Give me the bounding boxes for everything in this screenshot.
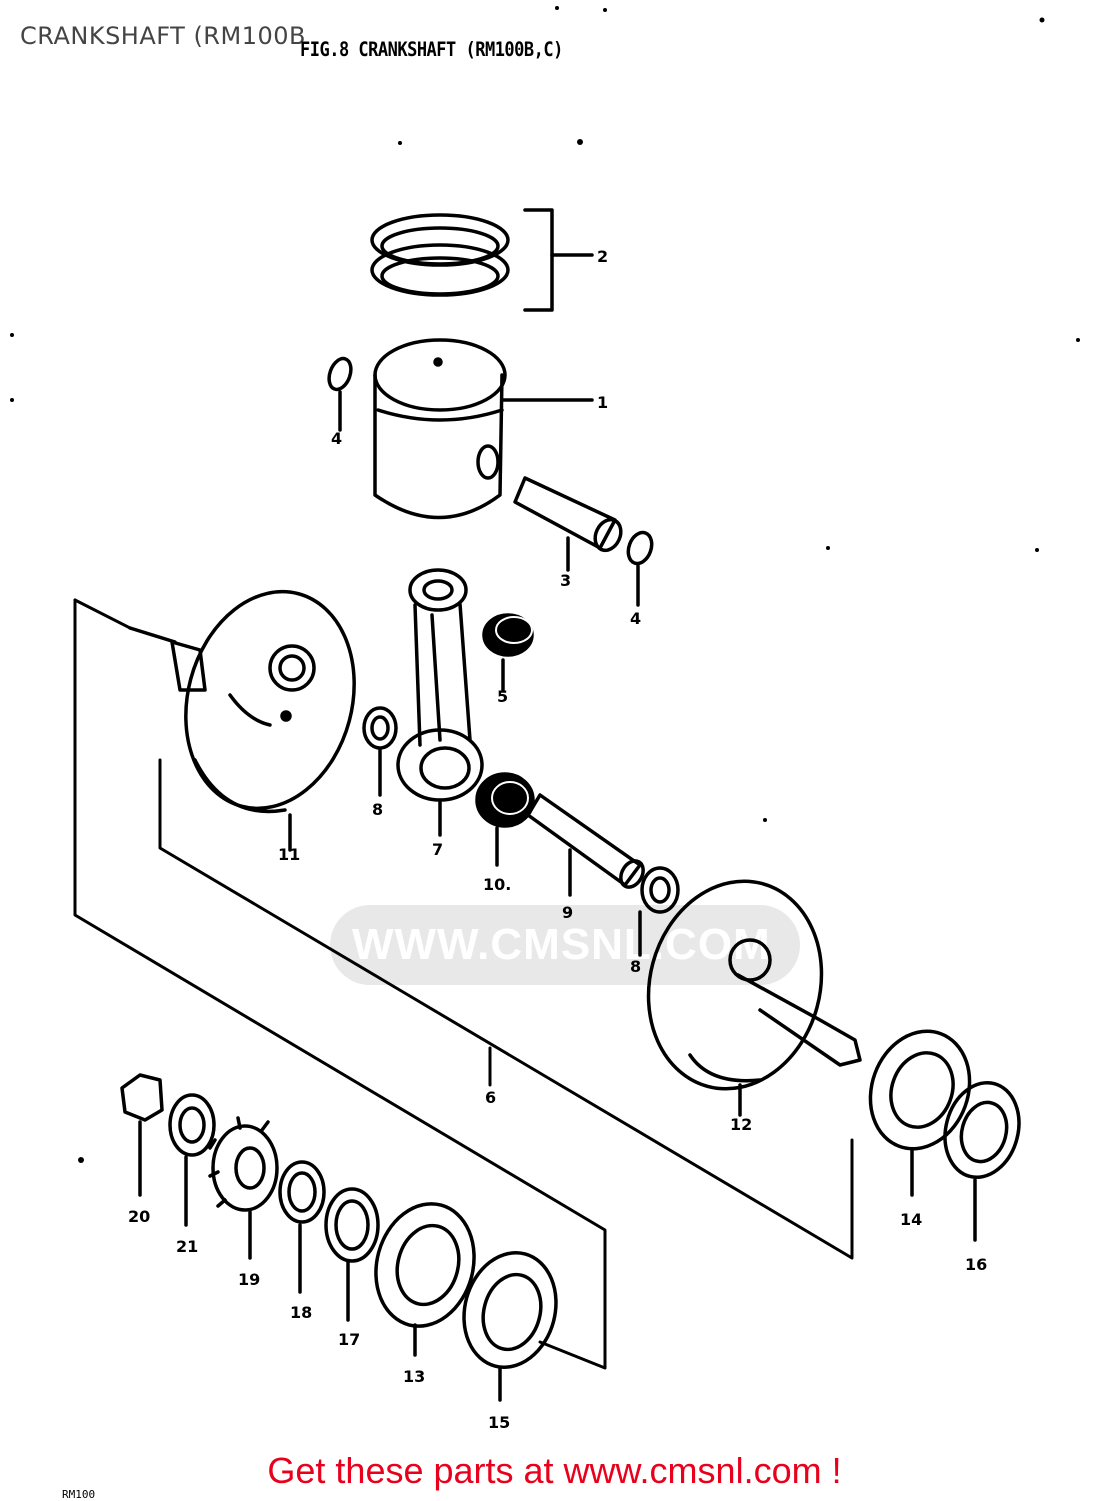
small-end-bearing-part xyxy=(482,613,534,692)
callout-4b: 4 xyxy=(630,609,641,628)
scan-specks xyxy=(10,6,1080,1163)
callout-1: 1 xyxy=(597,393,608,412)
callout-17: 17 xyxy=(338,1330,360,1349)
oil-seal-right-part xyxy=(943,1080,1021,1242)
callout-18: 18 xyxy=(290,1303,312,1322)
page-title: CRANKSHAFT (RM100B xyxy=(20,22,306,50)
oil-seal-left-part xyxy=(462,1251,558,1402)
callout-8a: 8 xyxy=(372,800,383,819)
callout-5: 5 xyxy=(497,687,508,706)
watermark-badge xyxy=(330,905,800,985)
crankpin-bearing-part xyxy=(475,772,535,867)
callout-9: 9 xyxy=(562,903,573,922)
thrust-washer-part xyxy=(362,706,680,957)
piston-part xyxy=(373,338,594,520)
shim-part xyxy=(324,1187,380,1322)
get-parts-link[interactable]: Get these parts at www.cmsnl.com ! xyxy=(267,1450,842,1491)
callout-13: 13 xyxy=(403,1367,425,1386)
right-crank-half-part xyxy=(646,879,862,1117)
circlip-part xyxy=(327,356,654,607)
washer-part xyxy=(168,1093,216,1227)
figure-code: RM100 xyxy=(62,1488,96,1501)
callout-11: 11 xyxy=(278,845,300,864)
callout-15: 15 xyxy=(488,1413,510,1432)
callout-21: 21 xyxy=(176,1237,198,1256)
left-crank-half-part xyxy=(128,589,356,852)
main-bearing-right-part xyxy=(868,1029,972,1197)
callout-16: 16 xyxy=(965,1255,987,1274)
callout-12: 12 xyxy=(730,1115,752,1134)
crankshaft-assembly-bracket xyxy=(73,598,854,1370)
callout-7: 7 xyxy=(432,840,443,859)
callout-8b: 8 xyxy=(630,957,641,976)
callout-14: 14 xyxy=(900,1210,922,1229)
connecting-rod-part xyxy=(396,568,484,837)
piston-rings-part xyxy=(370,208,594,312)
callout-19: 19 xyxy=(238,1270,260,1289)
spacer-part xyxy=(278,1160,326,1294)
main-bearing-left-part xyxy=(374,1202,476,1357)
callout-4a: 4 xyxy=(331,429,342,448)
nut-part xyxy=(120,1073,164,1197)
figure-title: FIG.8 CRANKSHAFT (RM100B,C) xyxy=(300,38,563,62)
watermark-text: WWW.CMSNL.COM xyxy=(352,920,771,969)
callout-2: 2 xyxy=(597,247,608,266)
primary-gear-part xyxy=(208,1116,279,1260)
crank-pin-part xyxy=(526,793,645,897)
callout-6: 6 xyxy=(485,1088,496,1107)
callout-labels: 2 1 4 3 4 5 8 7 11 10. 9 8 6 12 20 14 21… xyxy=(128,247,987,1432)
piston-pin-part xyxy=(513,476,623,572)
callout-20: 20 xyxy=(128,1207,150,1226)
callout-10: 10. xyxy=(483,875,511,894)
callout-3: 3 xyxy=(560,571,571,590)
